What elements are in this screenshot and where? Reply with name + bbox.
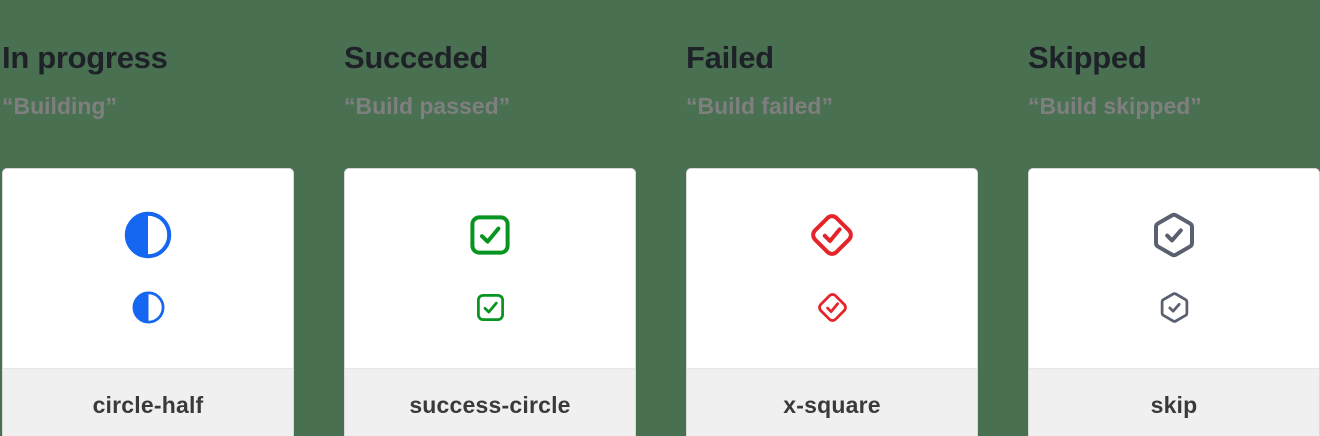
- column-title: Failed: [686, 40, 774, 75]
- column-subtitle: “Build passed”: [344, 93, 511, 119]
- column-subtitle: “Build skipped”: [1028, 93, 1202, 119]
- square-check-icon: [466, 211, 514, 259]
- circle-half-icon: [124, 211, 172, 259]
- icon-preview-area: [687, 169, 977, 368]
- icon-card: circle-half: [2, 168, 294, 436]
- column-title: In progress: [2, 40, 168, 75]
- icon-label: circle-half: [3, 368, 293, 436]
- column-skipped: Skipped “Build skipped” skip: [1028, 0, 1320, 436]
- column-subtitle: “Building”: [2, 93, 117, 119]
- column-failed: Failed “Build failed” x-square: [686, 0, 978, 436]
- icon-preview-area: [345, 169, 635, 368]
- column-succeded: Succeded “Build passed” success-circle: [344, 0, 636, 436]
- circle-half-icon: [132, 291, 165, 324]
- square-check-icon: [474, 291, 507, 324]
- icon-card: skip: [1028, 168, 1320, 436]
- icon-card: success-circle: [344, 168, 636, 436]
- icon-preview-area: [1029, 169, 1319, 368]
- column-in-progress: In progress “Building” circle-half: [2, 0, 294, 436]
- hexagon-check-icon: [1150, 211, 1198, 259]
- diamond-check-icon: [815, 291, 849, 324]
- icon-label: success-circle: [345, 368, 635, 436]
- icon-card: x-square: [686, 168, 978, 436]
- hexagon-check-icon: [1158, 291, 1191, 324]
- icon-label: x-square: [687, 368, 977, 436]
- column-title: Succeded: [344, 40, 489, 75]
- column-subtitle: “Build failed”: [686, 93, 833, 119]
- column-title: Skipped: [1028, 40, 1147, 75]
- icon-label: skip: [1029, 368, 1319, 436]
- diamond-check-icon: [808, 211, 856, 259]
- icon-preview-area: [3, 169, 293, 368]
